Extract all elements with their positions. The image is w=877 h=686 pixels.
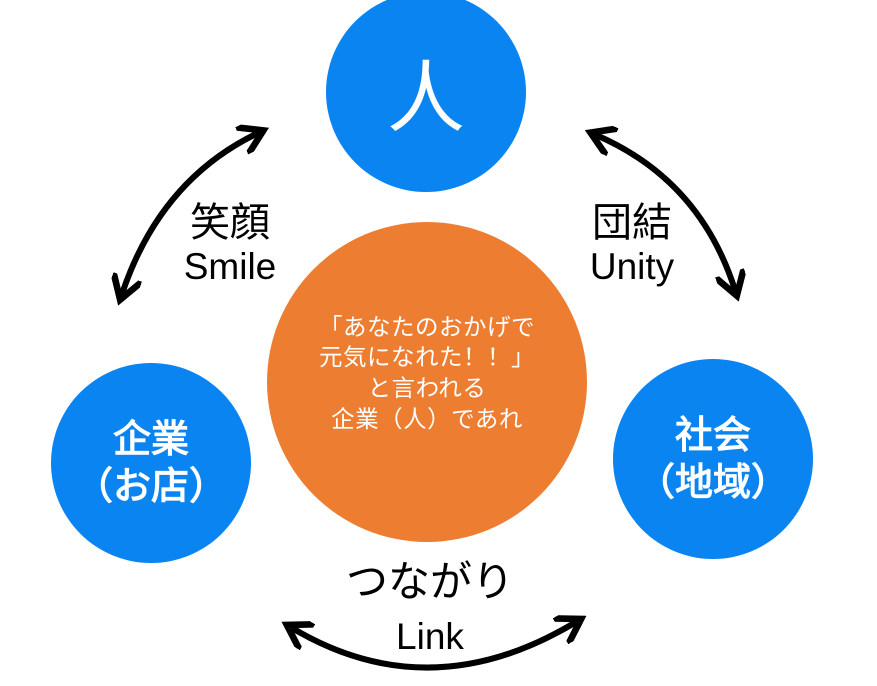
node-person-label: 人 (386, 54, 465, 144)
edge-link-jp: つながり (345, 557, 514, 606)
node-person: 人 (326, 0, 526, 192)
edge-label-smile: 笑顔 Smile (170, 200, 290, 289)
node-company-label: 企業 (112, 416, 189, 461)
link-double-arrow-icon (292, 622, 576, 671)
edge-unity-en: Unity (589, 246, 675, 287)
center-line: 企業（人）であれ (331, 404, 523, 433)
edge-link-en: Link (396, 616, 464, 658)
edge-label-unity: 団結 Unity (572, 200, 692, 289)
node-company-sublabel: （お店） (74, 464, 227, 508)
node-company: 企業 （お店） (51, 363, 251, 563)
edge-unity-jp: 団結 (592, 200, 672, 246)
center-line: 元気になれた！！」 (319, 343, 535, 372)
edge-smile-jp: 笑顔 (190, 200, 270, 246)
unity-double-arrow-icon (596, 135, 735, 290)
node-society-sublabel: （地域） (636, 460, 789, 504)
center-message: 「あなたのおかげで 元気になれた！！」 と言われる 企業（人）であれ (319, 312, 535, 434)
smile-double-arrow-icon (122, 133, 258, 294)
node-society: 社会 （地域） (613, 359, 813, 559)
edge-smile-en: Smile (183, 246, 277, 287)
center-message-circle: 「あなたのおかげで 元気になれた！！」 と言われる 企業（人）であれ (267, 222, 587, 542)
node-society-label: 社会 (674, 412, 751, 457)
edge-label-link: つながり Link (330, 557, 530, 659)
center-line: 「あなたのおかげで (319, 312, 535, 341)
center-line: と言われる (367, 374, 487, 402)
